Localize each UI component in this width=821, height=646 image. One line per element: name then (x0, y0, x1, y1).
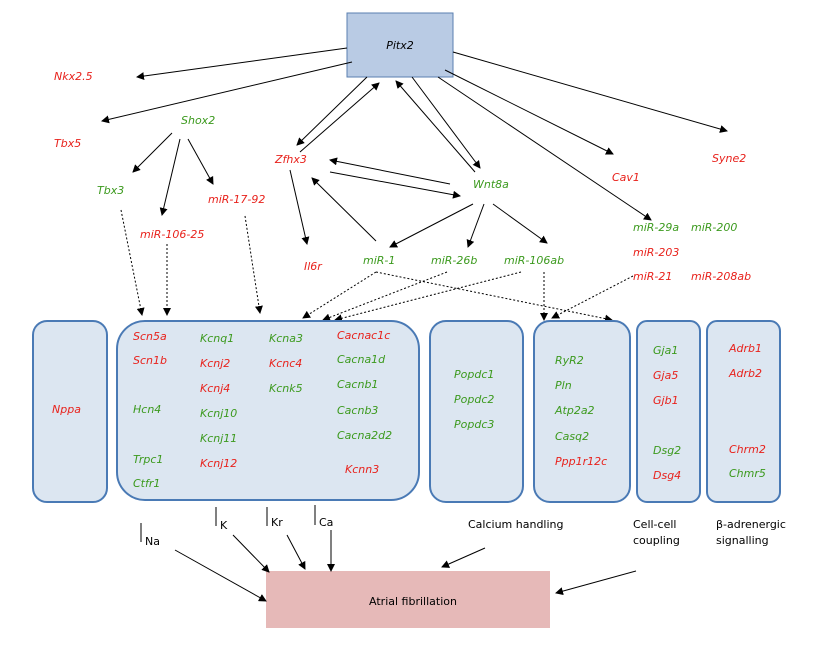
dashed-arrows (120, 209, 634, 323)
node-mir200[interactable]: miR-200 (691, 221, 737, 234)
node-tbx5[interactable]: Tbx5 (54, 137, 81, 150)
gene-cacnb1: Cacnb1 (337, 378, 378, 391)
gene-atp2a2: Atp2a2 (554, 404, 595, 417)
gene-popdc3: Popdc3 (454, 418, 494, 431)
node-il6r[interactable]: Il6r (304, 260, 323, 273)
gene-pln: Pln (555, 379, 572, 392)
node-cav1[interactable]: Cav1 (612, 171, 640, 184)
gene-ctfr1: Ctfr1 (133, 477, 160, 490)
gene-popdc2: Popdc2 (454, 393, 494, 406)
gene-kcnj12: Kcnj12 (200, 457, 237, 470)
label-cell-coupling-2: coupling (633, 534, 680, 547)
gene-popdc1: Popdc1 (454, 368, 494, 381)
gene-kcnj2: Kcnj2 (200, 357, 230, 370)
gene-dsg2: Dsg2 (653, 444, 681, 457)
calcium-genes: RyR2 Pln Atp2a2 Casq2 Ppp1r12c (554, 354, 607, 468)
gene-cacnb3: Cacnb3 (337, 404, 378, 417)
pitx2-label: Pitx2 (386, 39, 414, 52)
node-syne2[interactable]: Syne2 (712, 152, 746, 165)
gene-scn5a: Scn5a (133, 330, 167, 343)
gene-trpc1: Trpc1 (133, 453, 163, 466)
label-kr: Kr (271, 516, 283, 529)
gene-gjb1: Gjb1 (653, 394, 679, 407)
node-nkx25[interactable]: Nkx2.5 (54, 70, 93, 83)
node-mir203[interactable]: miR-203 (633, 246, 679, 259)
gene-ppp1r12c: Ppp1r12c (555, 455, 607, 468)
ion-ca-genes: Cacnac1c Cacna1d Cacnb1 Cacnb3 Cacna2d2 … (337, 329, 392, 476)
pitx2-node[interactable] (346, 12, 454, 78)
gene-kcnq1: Kcnq1 (200, 332, 234, 345)
node-mir10625[interactable]: miR-106-25 (140, 228, 204, 241)
pitx2-arrows (101, 47, 728, 221)
node-tbx3[interactable]: Tbx3 (97, 184, 124, 197)
gene-cacnac1c: Cacnac1c (337, 329, 390, 342)
gene-casq2: Casq2 (555, 430, 589, 443)
gene-chrm2: Chrm2 (729, 443, 766, 456)
gene-kcna3: Kcna3 (269, 332, 303, 345)
node-mir26b[interactable]: miR-26b (431, 254, 477, 267)
node-mir1[interactable]: miR-1 (363, 254, 395, 267)
atrial-fibrillation-label: Atrial fibrillation (369, 595, 457, 608)
ion-k-genes: Kcnq1 Kcnj2 Kcnj4 Kcnj10 Kcnj11 Kcnj12 (200, 332, 237, 470)
atrial-fibrillation-box[interactable] (266, 571, 550, 628)
gene-hcn4: Hcn4 (133, 403, 161, 416)
gene-dsg4: Dsg4 (653, 469, 681, 482)
gene-adrb2: Adrb2 (728, 367, 762, 380)
label-calcium-handling: Calcium handling (468, 518, 564, 531)
node-shox2[interactable]: Shox2 (181, 114, 215, 127)
ion-channel-box[interactable] (116, 320, 420, 501)
gene-scn1b: Scn1b (133, 354, 167, 367)
gene-adrb1: Adrb1 (728, 342, 762, 355)
gene-nppa: Nppa (52, 403, 81, 416)
popdc-box[interactable] (429, 320, 524, 503)
label-ca: Ca (319, 516, 333, 529)
node-zfhx3[interactable]: Zfhx3 (274, 153, 307, 166)
node-mir106ab[interactable]: miR-106ab (504, 254, 564, 267)
gene-ryr2: RyR2 (555, 354, 584, 367)
node-mir21[interactable]: miR-21 (633, 270, 672, 283)
node-wnt8a[interactable]: Wnt8a (473, 178, 509, 191)
popdc-genes: Popdc1 Popdc2 Popdc3 (454, 368, 494, 431)
label-cell-coupling-1: Cell-cell (633, 518, 676, 531)
beta-genes: Adrb1 Adrb2 Chrm2 Chmr5 (728, 342, 766, 480)
cell-coupling-box[interactable] (636, 320, 701, 503)
gene-cacna1d: Cacna1d (337, 353, 386, 366)
calcium-handling-box[interactable] (533, 320, 631, 503)
node-mir208ab[interactable]: miR-208ab (691, 270, 751, 283)
outcome-arrows (174, 530, 637, 602)
gene-kcnc4: Kcnc4 (269, 357, 302, 370)
gene-chmr5: Chmr5 (729, 467, 766, 480)
gene-kcnk5: Kcnk5 (269, 382, 303, 395)
gene-kcnj11: Kcnj11 (200, 432, 237, 445)
coupling-genes: Gja1 Gja5 Gjb1 Dsg2 Dsg4 (653, 344, 681, 482)
beta-adrenergic-box[interactable] (706, 320, 781, 503)
node-mir29a[interactable]: miR-29a (633, 221, 679, 234)
node-mir1792[interactable]: miR-17-92 (208, 193, 265, 206)
ion-na-genes: Scn5a Scn1b Hcn4 Trpc1 Ctfr1 (133, 330, 167, 490)
label-beta-2: signalling (716, 534, 769, 547)
regulatory-arrows (132, 132, 548, 248)
nppa-box[interactable] (32, 320, 108, 503)
gene-kcnn3: Kcnn3 (345, 463, 379, 476)
gene-kcnj4: Kcnj4 (200, 382, 230, 395)
label-beta-1: β-adrenergic (716, 518, 786, 531)
ion-kr-genes: Kcna3 Kcnc4 Kcnk5 (269, 332, 303, 395)
gene-kcnj10: Kcnj10 (200, 407, 237, 420)
label-k: K (220, 519, 228, 532)
gene-gja5: Gja5 (653, 369, 678, 382)
gene-gja1: Gja1 (653, 344, 678, 357)
gene-cacna2d2: Cacna2d2 (337, 429, 392, 442)
label-na: Na (145, 535, 160, 548)
